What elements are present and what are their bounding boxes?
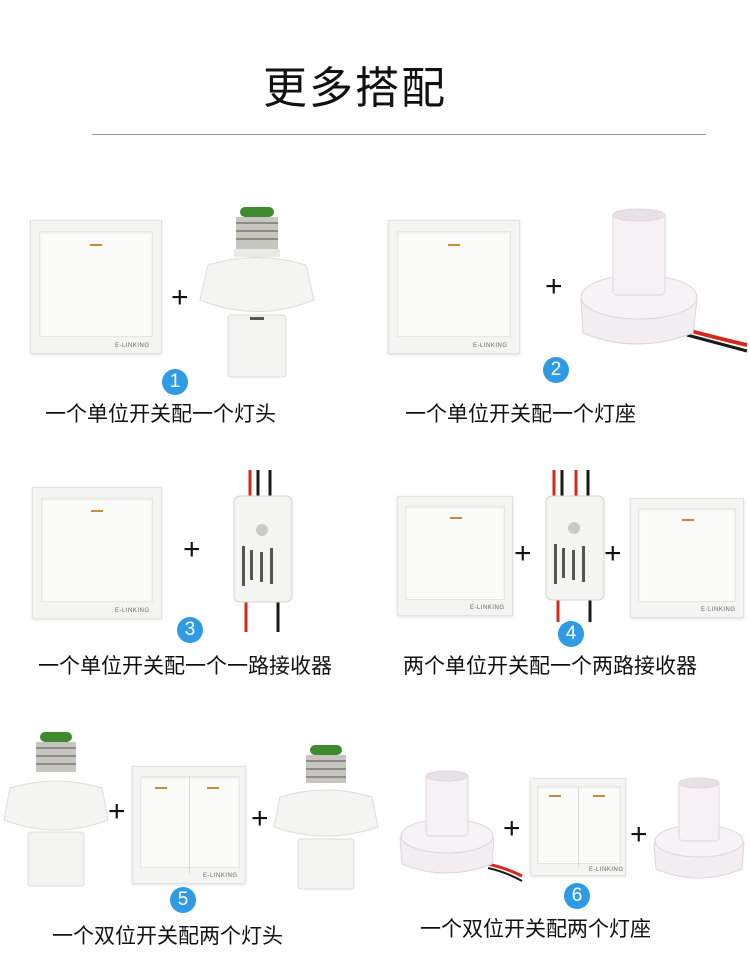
plus-icon: + [503, 812, 521, 845]
single-switch-panel: E-LINKING [397, 496, 513, 616]
bulb-socket-icon [3, 732, 109, 887]
receiver-module-icon [233, 470, 293, 632]
combo-caption: 一个双位开关配两个灯座 [420, 917, 651, 941]
combo-number-badge: 5 [170, 887, 196, 913]
single-switch-panel: E-LINKING [30, 220, 162, 354]
combo-number-badge: 6 [564, 883, 590, 909]
combo-number-badge: 3 [177, 617, 203, 643]
brand-label: E-LINKING [203, 873, 238, 879]
page-title: 更多搭配 [263, 63, 447, 114]
combo-caption: 两个单位开关配一个两路接收器 [403, 654, 697, 678]
plus-icon: + [604, 537, 622, 570]
title-divider [92, 134, 706, 135]
brand-label: E-LINKING [473, 343, 508, 349]
brand-label: E-LINKING [115, 608, 150, 614]
bulb-socket-icon [273, 745, 379, 890]
receiver-module-icon [545, 470, 605, 622]
plus-icon: + [171, 281, 189, 314]
combo-number-badge: 4 [558, 621, 584, 647]
brand-label: E-LINKING [470, 605, 505, 611]
brand-label: E-LINKING [701, 607, 736, 613]
plus-icon: + [108, 795, 126, 828]
combo-caption: 一个单位开关配一个灯座 [405, 402, 636, 426]
single-switch-panel: E-LINKING [388, 220, 520, 354]
plus-icon: + [183, 533, 201, 566]
combo-number-badge: 1 [162, 369, 188, 395]
double-switch-panel: E-LINKING [530, 778, 626, 876]
plus-icon: + [514, 537, 532, 570]
plus-icon: + [251, 802, 269, 835]
brand-label: E-LINKING [115, 343, 150, 349]
plus-icon: + [630, 818, 648, 851]
lamp-holder-icon [580, 208, 748, 353]
bulb-socket-icon [199, 207, 315, 378]
double-switch-panel: E-LINKING [132, 766, 246, 884]
lamp-holder-icon [399, 770, 523, 882]
plus-icon: + [545, 270, 563, 303]
brand-label: E-LINKING [589, 867, 624, 873]
combo-caption: 一个双位开关配两个灯头 [52, 924, 283, 948]
combo-caption: 一个单位开关配一个一路接收器 [38, 654, 332, 678]
combo-caption: 一个单位开关配一个灯头 [45, 402, 276, 426]
lamp-holder-icon [653, 777, 745, 879]
combo-number-badge: 2 [543, 357, 569, 383]
single-switch-panel: E-LINKING [630, 498, 744, 618]
single-switch-panel: E-LINKING [32, 487, 162, 619]
